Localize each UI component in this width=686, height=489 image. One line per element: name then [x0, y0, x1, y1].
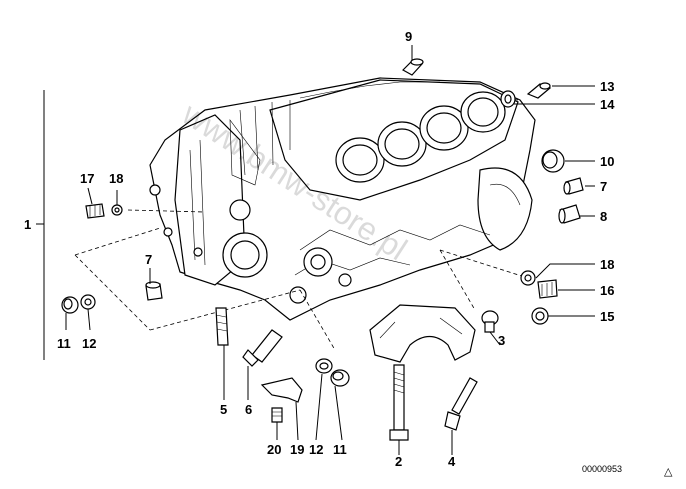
- label-part-20: 20: [267, 442, 281, 457]
- part-20-screw: [271, 407, 283, 423]
- part-5-stud: [215, 307, 229, 346]
- part-number-labels: 1 2 3 4 5 6 7 7 8 9 10 11 11 12 12 13 14…: [24, 29, 615, 469]
- part-14-washer: [500, 90, 516, 108]
- label-part-10: 10: [600, 154, 614, 169]
- leader-lines: [36, 45, 595, 455]
- label-part-12-left: 12: [82, 336, 96, 351]
- part-11-plug-bottom: [330, 369, 350, 387]
- part-18-washer-left: [111, 204, 123, 216]
- part-4-bolt: [444, 377, 478, 431]
- label-part-11-bottom: 11: [333, 442, 347, 457]
- engine-block: [149, 77, 536, 321]
- part-15-nut: [531, 307, 549, 325]
- label-part-11-left: 11: [57, 336, 71, 351]
- label-part-17: 17: [80, 171, 94, 186]
- part-3-bolt: [481, 310, 499, 333]
- part-9-sleeve: [402, 58, 424, 76]
- part-10-cap: [541, 149, 565, 173]
- part-2-bolt: [389, 364, 409, 441]
- part-19-bracket: [260, 377, 303, 403]
- part-11-plug-left: [61, 296, 79, 314]
- part-12-washer-left: [80, 294, 96, 310]
- part-8-sleeve: [558, 204, 581, 224]
- part-16-plug: [537, 279, 558, 299]
- part-18-washer-right: [520, 270, 536, 286]
- part-7-sleeve-left: [145, 281, 163, 301]
- label-part-6: 6: [245, 402, 252, 417]
- label-part-14: 14: [600, 97, 615, 112]
- label-part-19: 19: [290, 442, 304, 457]
- part-13-plug: [526, 82, 552, 99]
- part-17-bolt: [85, 203, 105, 219]
- label-part-3: 3: [498, 333, 505, 348]
- label-part-13: 13: [600, 79, 614, 94]
- label-part-18-left: 18: [109, 171, 123, 186]
- label-part-18-right: 18: [600, 257, 614, 272]
- part-6-sensor: [242, 329, 283, 367]
- label-part-5: 5: [220, 402, 227, 417]
- label-part-1: 1: [24, 217, 31, 232]
- corner-triangle-icon: △: [664, 466, 673, 478]
- part-7-sleeve-right: [563, 177, 584, 195]
- label-part-7-left: 7: [145, 252, 152, 267]
- label-part-15: 15: [600, 309, 614, 324]
- part-bearing-cap: [369, 304, 476, 363]
- part-12-washer-bottom: [315, 358, 333, 374]
- label-part-8: 8: [600, 209, 607, 224]
- label-part-16: 16: [600, 283, 614, 298]
- diagram-reference-number: 00000953: [582, 464, 622, 474]
- label-part-4: 4: [448, 454, 456, 469]
- label-part-2: 2: [395, 454, 402, 469]
- label-part-9: 9: [405, 29, 412, 44]
- label-part-12-bottom: 12: [309, 442, 323, 457]
- label-part-7-right: 7: [600, 179, 607, 194]
